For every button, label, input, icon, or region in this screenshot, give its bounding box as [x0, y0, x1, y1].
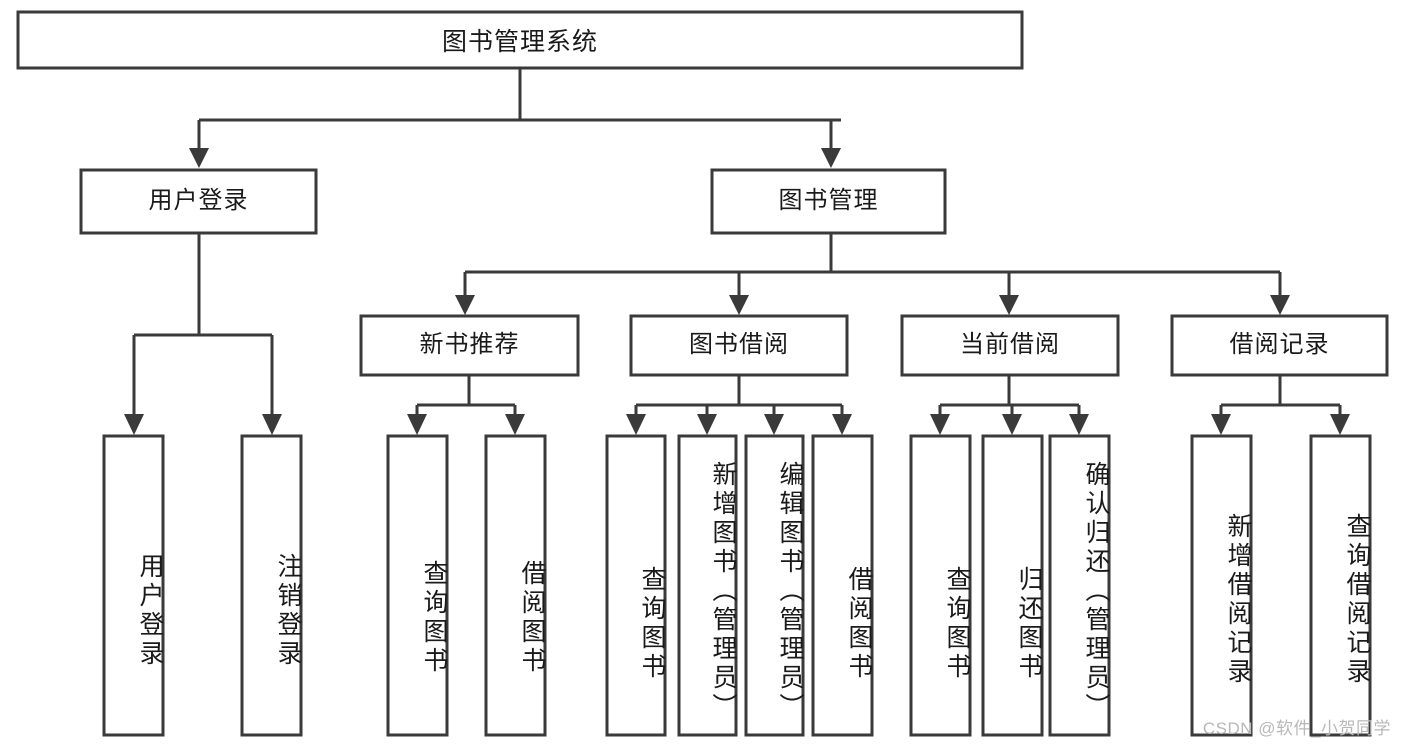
node-box-leaf-return-book[interactable]	[981, 434, 1044, 737]
node-box-leaf-confirm-return[interactable]	[1048, 434, 1111, 737]
node-box-leaf-add-borrow-record[interactable]	[1190, 434, 1253, 737]
node-box-new-book-recommend[interactable]	[359, 314, 580, 377]
connector-user-login-to-leaves	[124, 233, 282, 435]
node-box-book-manage[interactable]	[710, 168, 947, 235]
node-box-leaf-query-book-3[interactable]	[909, 434, 972, 737]
node-box-leaf-logout[interactable]	[240, 434, 303, 737]
watermark: CSDN @软件_小贺同学	[1202, 719, 1391, 738]
node-box-current-borrow[interactable]	[900, 314, 1120, 377]
node-box-leaf-user-login[interactable]	[102, 434, 165, 737]
connector-book-manage-to-level3	[455, 233, 1290, 315]
node-box-book-borrow[interactable]	[629, 314, 849, 377]
connector-root-to-level2	[189, 68, 841, 168]
node-box-leaf-query-borrow-record[interactable]	[1309, 434, 1372, 737]
node-box-user-login[interactable]	[79, 168, 318, 235]
connector-book-borrow-to-leaves	[626, 375, 852, 435]
node-box-borrow-record[interactable]	[1170, 314, 1389, 377]
node-box-leaf-borrow-book-2[interactable]	[811, 434, 874, 737]
connector-current-borrow-to-leaves	[930, 375, 1089, 435]
node-box-leaf-query-book-2[interactable]	[605, 434, 667, 737]
node-box-leaf-query-book-1[interactable]	[386, 434, 449, 737]
node-box-root[interactable]	[16, 10, 1024, 70]
connector-borrow-record-to-leaves	[1211, 375, 1350, 435]
node-box-leaf-borrow-book-1[interactable]	[484, 434, 547, 737]
connector-new-book-recommend-to-leaves	[407, 375, 525, 435]
node-box-leaf-edit-book-admin[interactable]	[744, 434, 805, 737]
node-box-leaf-add-book-admin[interactable]	[677, 434, 738, 737]
